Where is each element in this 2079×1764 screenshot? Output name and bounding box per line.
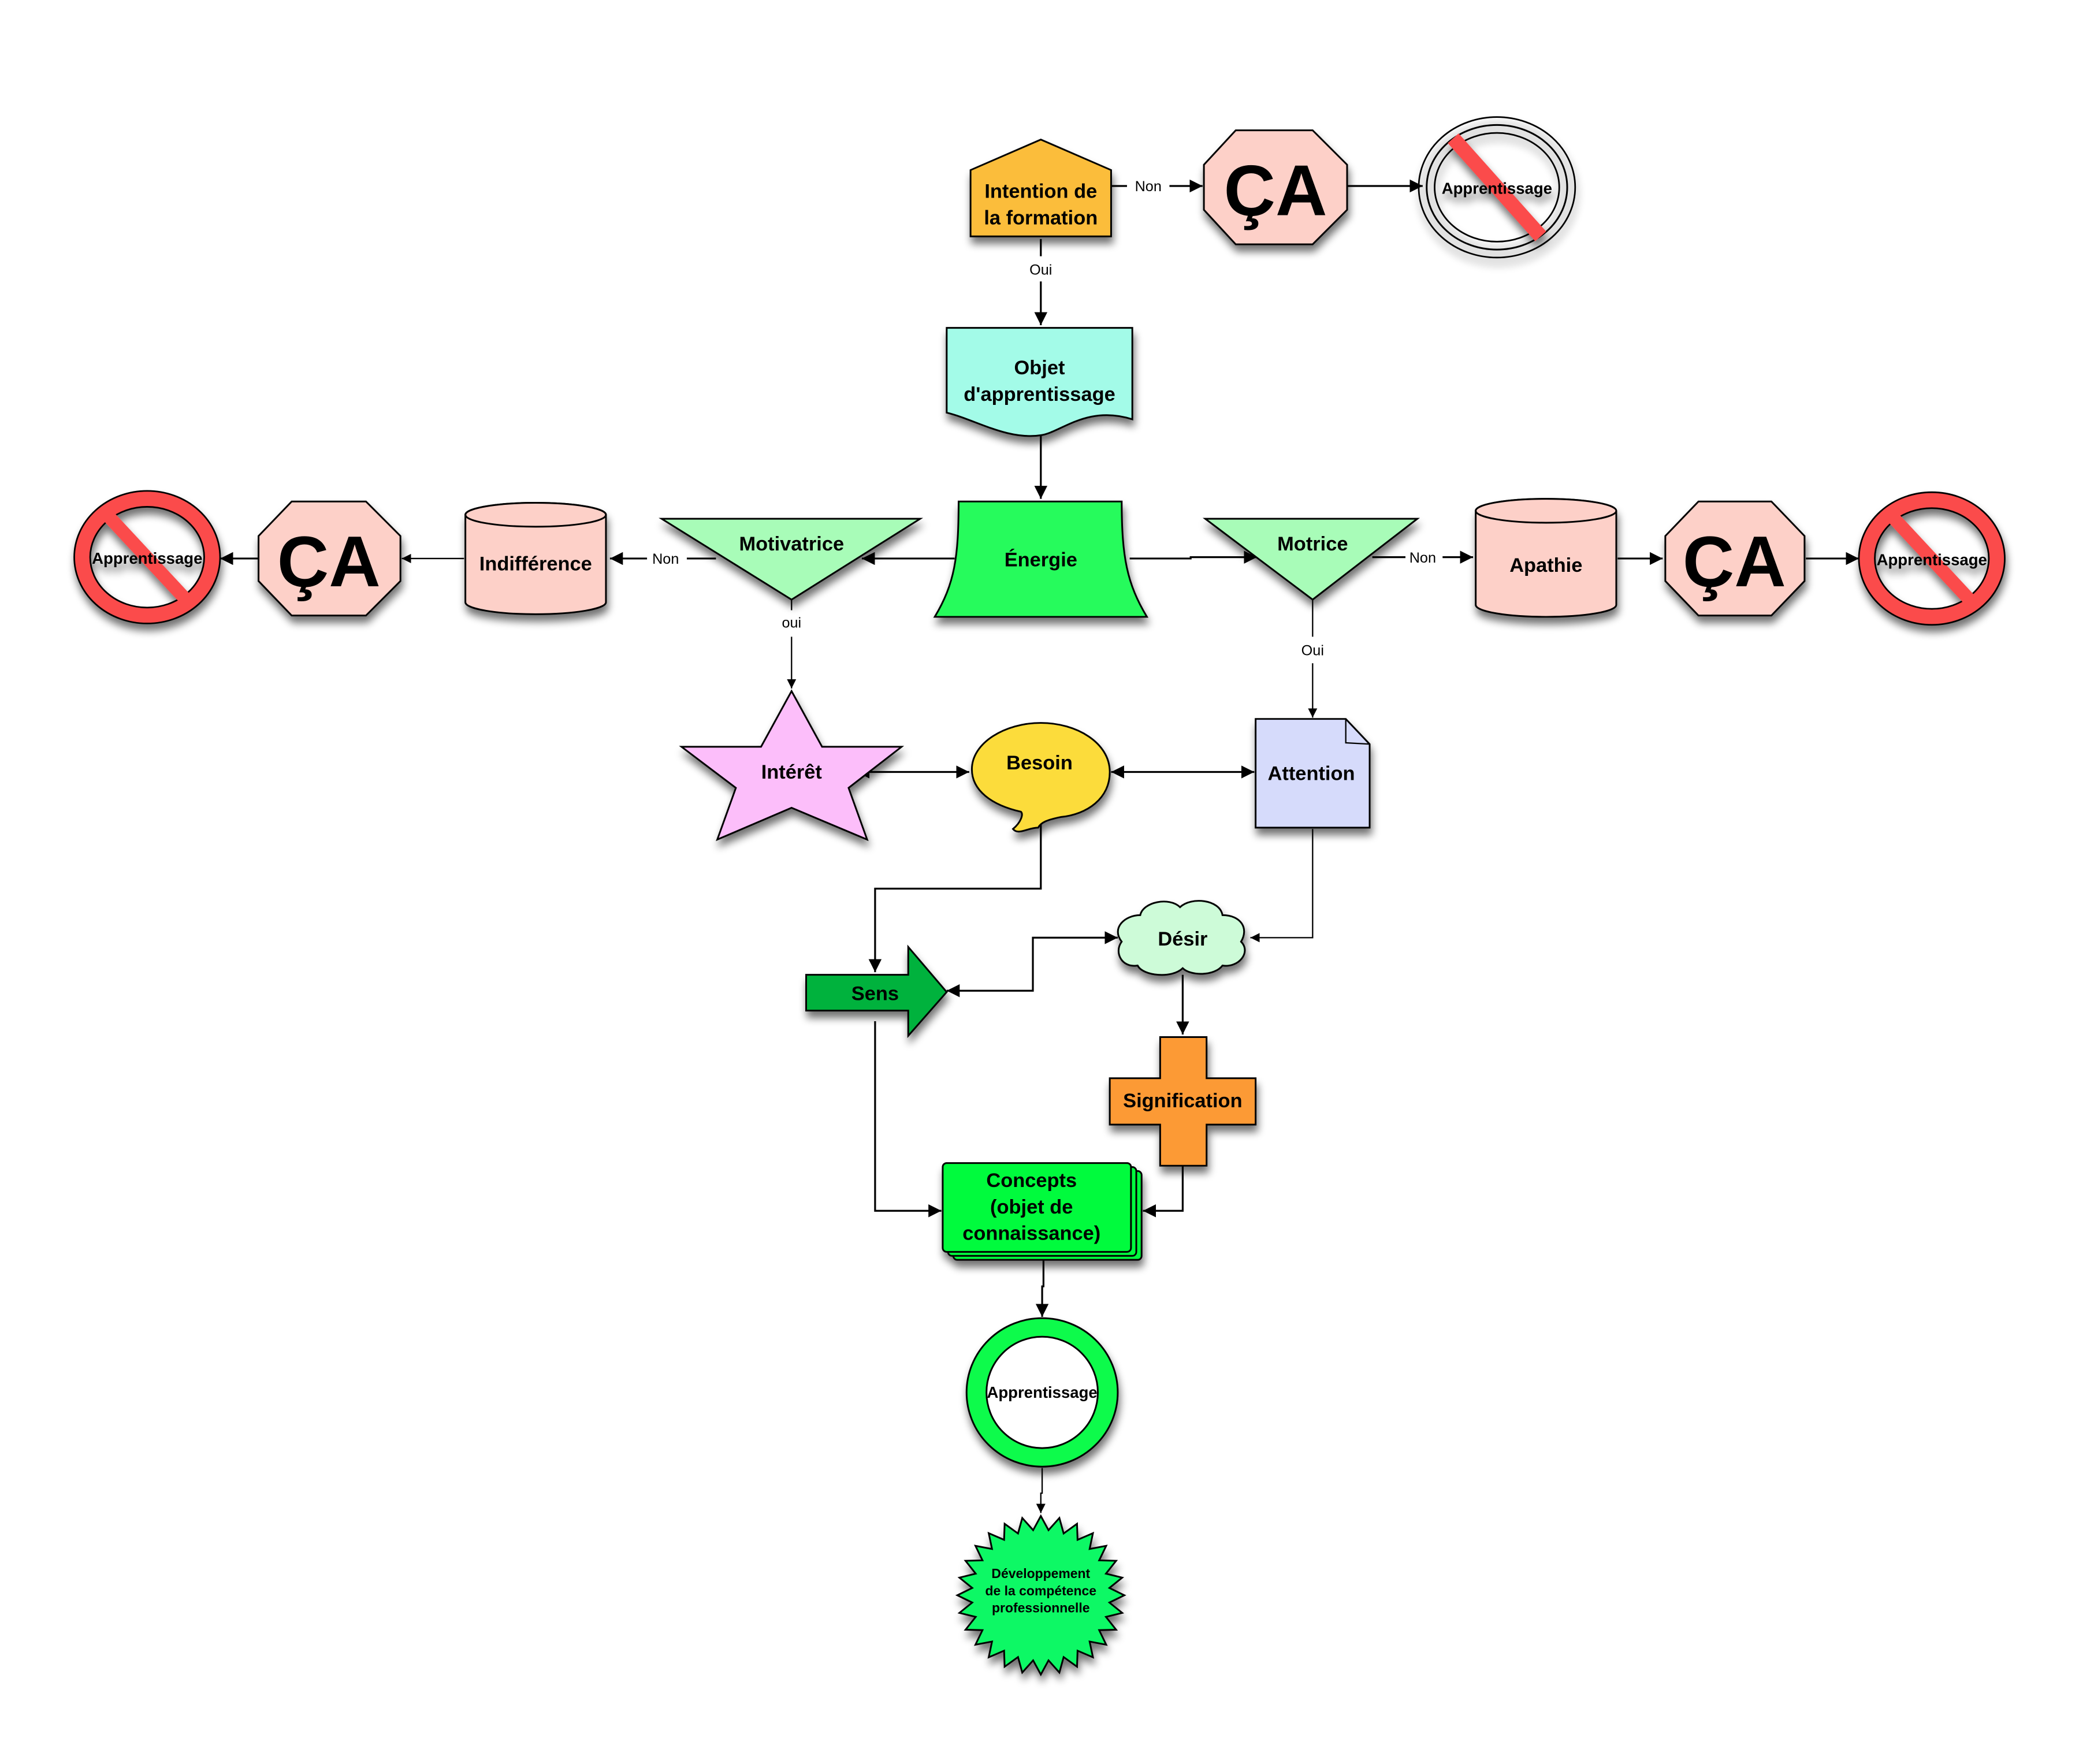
developpement-label-1: Développement bbox=[991, 1566, 1090, 1581]
concepts-label-2: (objet de bbox=[990, 1196, 1073, 1218]
edge-sens-desir bbox=[946, 931, 1118, 998]
starburst-shape bbox=[955, 1514, 1126, 1677]
edge-besoin-sens bbox=[868, 820, 1042, 973]
ca-octagon-shape bbox=[1664, 500, 1806, 617]
concepts-label-1: Concepts bbox=[986, 1170, 1077, 1192]
edges: Non Oui Non Non oui Oui bbox=[220, 178, 1859, 1513]
prohibit-slash bbox=[1448, 133, 1546, 241]
ca-octagon-shape bbox=[1203, 129, 1348, 245]
developpement-label-3: professionnelle bbox=[992, 1601, 1090, 1616]
objet-label-1: Objet bbox=[1014, 357, 1065, 379]
concepts-shape bbox=[942, 1162, 1132, 1253]
ca-symbol-label: ÇA bbox=[1683, 522, 1786, 602]
ca-octagon-shape bbox=[258, 500, 401, 617]
intention-shape bbox=[969, 139, 1112, 237]
node-sens[interactable]: Sens bbox=[805, 944, 948, 1039]
energie-shape bbox=[933, 500, 1149, 618]
node-motrice[interactable]: Motrice bbox=[1202, 518, 1420, 601]
node-developpement[interactable]: Développement de la compétence professio… bbox=[955, 1514, 1126, 1677]
node-interet[interactable]: Intérêt bbox=[679, 689, 905, 842]
prohibit-slash bbox=[1883, 507, 1981, 611]
document-shape bbox=[1255, 718, 1371, 829]
node-besoin[interactable]: Besoin bbox=[970, 722, 1111, 833]
edge-attention-desir bbox=[1250, 829, 1314, 943]
besoin-label: Besoin bbox=[1006, 752, 1073, 774]
prohibit-icon bbox=[75, 492, 220, 623]
node-energie[interactable]: Énergie bbox=[933, 500, 1149, 618]
edge-label-non-left: Non bbox=[652, 551, 679, 567]
motivatrice-shape bbox=[659, 518, 924, 601]
concepts-label-3: connaissance) bbox=[962, 1223, 1100, 1245]
node-ca-right[interactable]: ÇA bbox=[1664, 500, 1806, 617]
node-no-apprentissage-left[interactable]: Apprentissage bbox=[73, 490, 221, 624]
edge-signification-concepts bbox=[1143, 1164, 1184, 1218]
edge-sens-concepts bbox=[874, 1021, 942, 1218]
node-indifference[interactable]: Indifférence bbox=[464, 502, 607, 615]
motrice-shape bbox=[1202, 518, 1420, 601]
edge-label-oui-right: Oui bbox=[1301, 643, 1324, 659]
objet-shape bbox=[946, 327, 1133, 437]
edge-energie-motrice bbox=[1129, 550, 1257, 564]
signification-label: Signification bbox=[1123, 1090, 1242, 1112]
motrice-label: Motrice bbox=[1277, 533, 1348, 555]
node-signification[interactable]: Signification bbox=[1109, 1036, 1257, 1167]
prohibit-slash bbox=[98, 506, 196, 610]
node-concepts[interactable]: Concepts (objet de connaissance) bbox=[942, 1162, 1143, 1261]
edge-label-oui-top: Oui bbox=[1029, 262, 1052, 278]
node-no-apprentissage-top[interactable]: Apprentissage bbox=[1418, 116, 1576, 259]
ring-hole bbox=[985, 1335, 1099, 1449]
speech-bubble-shape bbox=[970, 722, 1111, 833]
prohibit-outline bbox=[1858, 491, 2006, 626]
node-apprentissage[interactable]: Apprentissage bbox=[965, 1317, 1119, 1468]
intention-label-2: la formation bbox=[984, 207, 1098, 229]
indifference-label: Indifférence bbox=[479, 553, 592, 575]
ca-symbol-label: ÇA bbox=[1224, 151, 1327, 230]
motivatrice-label: Motivatrice bbox=[739, 533, 844, 555]
node-intention[interactable]: Intention de la formation bbox=[969, 139, 1112, 237]
interet-label: Intérêt bbox=[761, 761, 823, 783]
objet-label-2: d'apprentissage bbox=[964, 384, 1115, 405]
prohibit-icon bbox=[1859, 493, 2004, 624]
node-desir[interactable]: Désir bbox=[1117, 900, 1246, 976]
edge-label-oui-left: oui bbox=[782, 615, 801, 631]
edge-apprentissage-developpement bbox=[1036, 1468, 1046, 1513]
prohibit-inner bbox=[1434, 132, 1560, 243]
node-motivatrice[interactable]: Motivatrice bbox=[659, 518, 924, 601]
cross-shape bbox=[1109, 1036, 1257, 1167]
edge-label-non-right: Non bbox=[1409, 550, 1436, 566]
prohibit-inner bbox=[1874, 507, 1990, 610]
no-apprentissage-label: Apprentissage bbox=[92, 549, 202, 567]
arrow-shape bbox=[805, 944, 948, 1039]
ca-symbol-label: ÇA bbox=[277, 522, 381, 602]
node-apathie[interactable]: Apathie bbox=[1475, 498, 1617, 618]
prohibit-outline bbox=[73, 490, 221, 624]
apathie-top bbox=[1475, 498, 1617, 524]
sens-label: Sens bbox=[851, 983, 899, 1004]
developpement-label-2: de la compétence bbox=[985, 1583, 1097, 1598]
attention-label: Attention bbox=[1268, 762, 1355, 784]
node-no-apprentissage-right[interactable]: Apprentissage bbox=[1858, 491, 2006, 626]
prohibit-icon bbox=[1426, 124, 1568, 251]
cloud-shape bbox=[1117, 900, 1246, 976]
intention-label-1: Intention de bbox=[984, 181, 1097, 203]
node-objet[interactable]: Objet d'apprentissage bbox=[946, 327, 1133, 437]
indifference-top bbox=[464, 502, 607, 528]
node-ca-left[interactable]: ÇA bbox=[258, 500, 401, 617]
no-apprentissage-label: Apprentissage bbox=[1877, 550, 1987, 568]
edge-label-non-top: Non bbox=[1135, 178, 1162, 195]
desir-label: Désir bbox=[1158, 928, 1207, 950]
edge-concepts-apprentissage bbox=[1035, 1260, 1049, 1317]
energie-label: Énergie bbox=[1005, 548, 1077, 571]
no-apprentissage-label: Apprentissage bbox=[1442, 180, 1552, 198]
node-attention[interactable]: Attention bbox=[1255, 718, 1371, 829]
star-shape bbox=[679, 689, 905, 842]
apprentissage-label: Apprentissage bbox=[987, 1383, 1097, 1401]
node-ca-top[interactable]: ÇA bbox=[1203, 129, 1348, 245]
prohibit-outline bbox=[1418, 116, 1576, 259]
page-fold-icon bbox=[1345, 719, 1370, 745]
apathie-label: Apathie bbox=[1509, 554, 1582, 576]
prohibit-inner bbox=[89, 506, 205, 609]
